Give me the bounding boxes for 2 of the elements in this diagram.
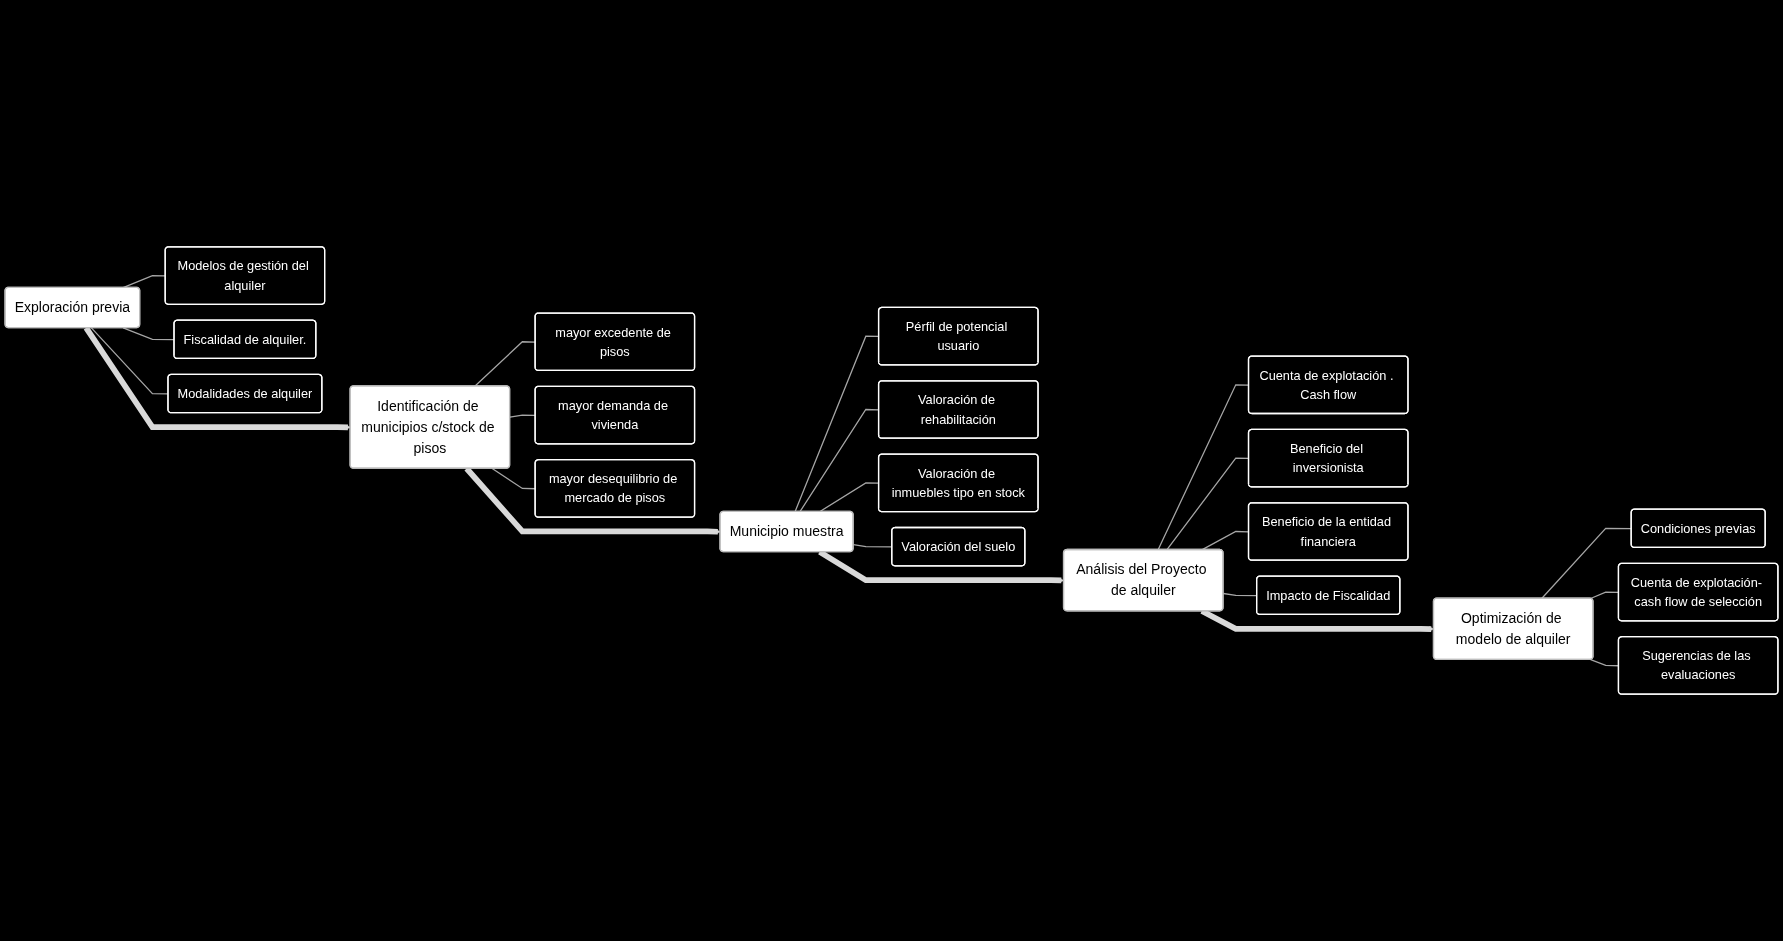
arrow <box>83 326 351 431</box>
connector <box>122 327 175 341</box>
